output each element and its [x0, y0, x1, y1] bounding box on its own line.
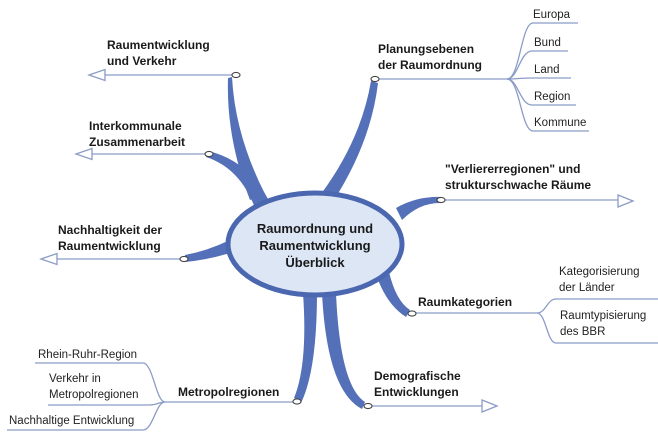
subtopic-line-rhein-ruhr — [35, 362, 166, 403]
branch-curve-interkommunale — [206, 151, 268, 208]
subtopic-verkehr-metropolregionen[interactable]: Verkehr in Metropolregionen — [49, 373, 139, 401]
subtopic-line-land — [506, 77, 571, 80]
topic-planungsebenen-raumordnung[interactable]: Planungsebenen der Raumordnung — [378, 42, 482, 72]
subtopic-line-kommune — [506, 78, 589, 132]
branch-curve-planungsebenen — [321, 81, 378, 200]
topic-metropolregionen[interactable]: Metropolregionen — [178, 385, 280, 399]
subtopic-europa[interactable]: Europa — [533, 9, 571, 21]
subtopic-line-nachhaltige-entwicklung — [7, 401, 166, 431]
branch-curve-demografische — [322, 293, 365, 409]
subtopic-kategorisierung-laender[interactable]: Kategorisierung der Länder — [559, 266, 640, 294]
subtopic-raumtypisierung-bbr[interactable]: Raumtypisierung des BBR — [560, 310, 647, 338]
junction-dot — [407, 310, 417, 317]
topic-verliererregionen[interactable]: "Verliererregionen" und strukturschwache… — [445, 162, 592, 192]
topic-interkommunale-zusammenarbeit[interactable]: Interkommunale Zusammenarbeit — [89, 119, 186, 149]
junction-dot — [204, 150, 214, 158]
central-node-label[interactable]: Raumordnung und Raumentwicklung Überblic… — [256, 221, 374, 270]
subtopic-kommune[interactable]: Kommune — [534, 117, 587, 129]
junction-dot — [292, 398, 302, 405]
subtopic-rhein-ruhr-region[interactable]: Rhein-Ruhr-Region — [38, 349, 138, 361]
subtopic-line-bund — [506, 50, 568, 80]
branch-curve-nachhaltigkeit — [185, 240, 230, 262]
junction-dot — [370, 75, 380, 83]
branch-curve-metropolregionen — [294, 293, 317, 403]
subtopic-line-raumtypisierung — [536, 312, 658, 344]
topic-raumkategorien[interactable]: Raumkategorien — [418, 295, 513, 309]
junction-dot — [363, 402, 373, 410]
junction-dot — [179, 255, 189, 263]
branch-curve-verliererregionen — [396, 196, 442, 220]
subtopic-region[interactable]: Region — [534, 91, 571, 103]
junction-dot — [436, 196, 446, 204]
topic-nachhaltigkeit-raumentwicklung[interactable]: Nachhaltigkeit der Raumentwicklung — [58, 223, 163, 253]
subtopic-bund[interactable]: Bund — [534, 37, 561, 49]
subtopic-land[interactable]: Land — [534, 64, 560, 76]
arrow-right-icon — [617, 194, 635, 208]
arrow-left-icon — [74, 147, 93, 161]
arrow-right-icon — [481, 399, 499, 413]
arrow-left-icon — [39, 252, 58, 266]
central-node-ellipse[interactable] — [225, 190, 405, 298]
subtopic-line-kategorisierung — [536, 298, 658, 314]
subtopic-nachhaltige-entwicklung[interactable]: Nachhaltige Entwicklung — [9, 415, 135, 427]
arrow-left-icon — [87, 68, 106, 82]
branch-curve-raumkategorien — [377, 272, 410, 317]
topic-demografische-entwicklungen[interactable]: Demografische Entwicklungen — [374, 369, 461, 399]
topic-raumentwicklung-verkehr[interactable]: Raumentwicklung und Verkehr — [107, 38, 210, 68]
subtopic-line-europa — [506, 22, 578, 80]
junction-dot — [231, 71, 241, 79]
